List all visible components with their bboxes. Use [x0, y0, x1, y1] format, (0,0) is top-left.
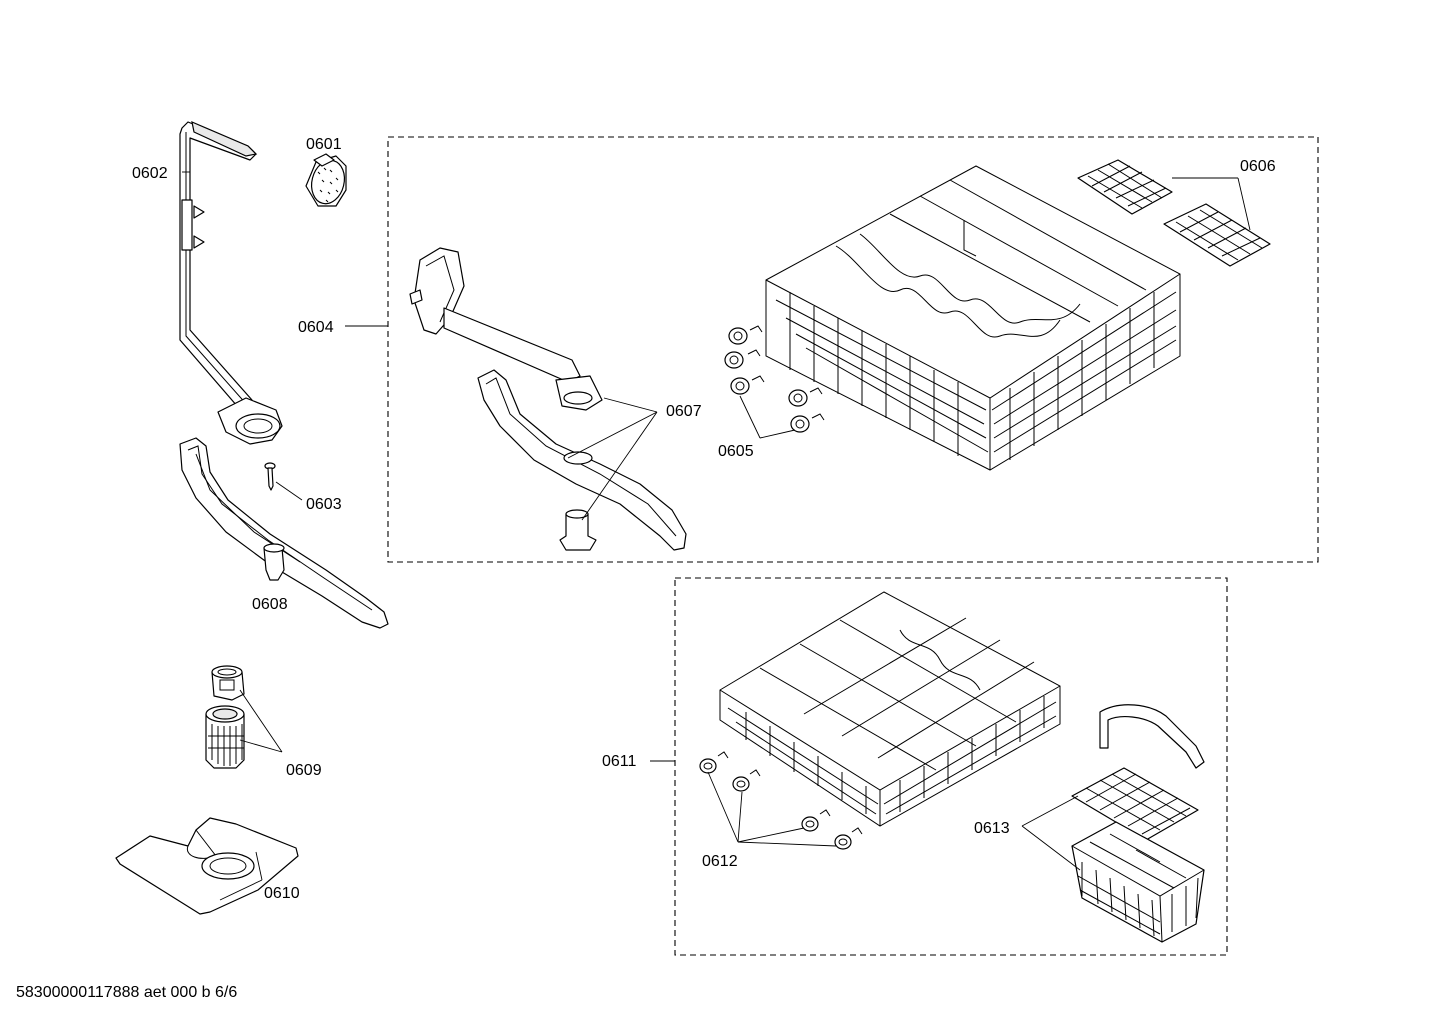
callout-0605: 0605: [718, 443, 754, 460]
upper-basket-group-box: [387, 136, 1319, 563]
callout-0603: 0603: [306, 496, 342, 513]
part-0603-screw: [264, 462, 276, 491]
callout-0604: 0604: [298, 319, 334, 336]
part-0608-lower-spray-arm: [179, 437, 389, 629]
part-0610-sump-plate: [115, 817, 299, 915]
leader-lines: [182, 171, 1251, 901]
part-0606-cup-shelves: [1077, 159, 1271, 267]
part-0607-upper-spray-arm: [477, 369, 687, 551]
document-footer: 58300000117888 aet 000 b 6/6: [16, 984, 237, 1001]
callout-0601: 0601: [306, 136, 342, 153]
callout-0606: 0606: [1240, 158, 1276, 175]
callout-0609: 0609: [286, 762, 322, 779]
callout-0607: 0607: [666, 403, 702, 420]
callout-0610: 0610: [264, 885, 300, 902]
part-0604-upper-pipe: [409, 247, 603, 411]
callout-0613: 0613: [974, 820, 1010, 837]
part-0602-supply-pipe: [179, 120, 283, 445]
callout-0611: 0611: [602, 753, 637, 770]
callout-0602: 0602: [132, 165, 168, 182]
callout-0612: 0612: [702, 853, 738, 870]
part-0605-rollers: [724, 325, 825, 433]
part-lower-basket: [719, 591, 1061, 827]
part-upper-basket: [765, 165, 1181, 471]
lower-basket-group-box: [674, 577, 1228, 956]
part-0613-cutlery-basket: [1071, 704, 1205, 943]
part-0609-filters: [205, 665, 245, 769]
callout-0608: 0608: [252, 596, 288, 613]
part-0601-nozzle: [305, 153, 347, 207]
part-0612-rollers: [699, 751, 863, 850]
